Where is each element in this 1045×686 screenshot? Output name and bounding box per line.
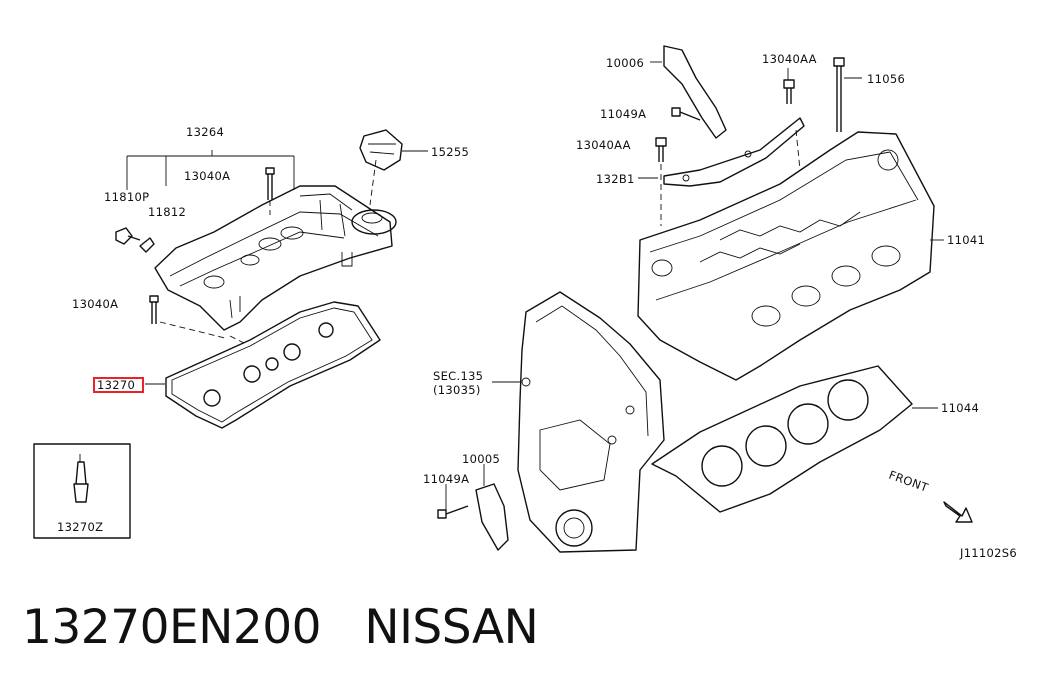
- label-13270: 13270: [97, 378, 135, 392]
- valve-11810P: [115, 227, 141, 245]
- label-10005: 10005: [462, 452, 500, 466]
- label-15255: 15255: [431, 145, 469, 159]
- label-11044: 11044: [941, 401, 979, 415]
- bracket-10005: [475, 464, 509, 551]
- label-11049A-top: 11049A: [600, 107, 646, 121]
- bolt-13040A-left: [149, 295, 159, 324]
- label-11041: 11041: [947, 233, 985, 247]
- timing-cover-sec135: [492, 291, 665, 553]
- part-11812: [139, 237, 155, 253]
- caption-part-number: 13270EN200: [22, 600, 322, 655]
- bolt-11056: [833, 57, 862, 132]
- label-132B1: 132B1: [596, 172, 635, 186]
- label-sec135: SEC.135: [433, 369, 483, 383]
- bolt-11049A-bottom: [437, 484, 469, 519]
- cylinder-head-11041: [637, 131, 944, 381]
- label-13270Z: 13270Z: [57, 520, 103, 534]
- oil-cap-15255: [359, 129, 428, 171]
- highlight-box-13270: [93, 377, 144, 393]
- label-sec135-sub: (13035): [433, 383, 481, 397]
- bolt-11049A-top: [671, 107, 701, 121]
- label-13040AA-top: 13040AA: [762, 52, 817, 66]
- front-arrow: [943, 501, 973, 523]
- label-13040AA-mid: 13040AA: [576, 138, 631, 152]
- caption-brand: NISSAN: [364, 600, 539, 655]
- label-13264: 13264: [186, 125, 224, 139]
- bracket-10006: [650, 45, 727, 139]
- caption-gap: [321, 600, 364, 655]
- bolt-13040AA-mid: [655, 137, 667, 226]
- bolt-13040A-top: [265, 167, 275, 215]
- head-gasket-11044: [651, 365, 938, 513]
- rocker-cover-13264: [126, 150, 397, 346]
- gasket-13270: [145, 301, 381, 429]
- label-13040A-top: 13040A: [184, 169, 230, 183]
- label-11810P: 11810P: [104, 190, 149, 204]
- parts-exploded-diagram: 13264 13040A 11810P 11812 13040A 13270 1…: [33, 45, 1017, 560]
- label-11049A-bottom: 11049A: [423, 472, 469, 486]
- label-10006: 10006: [606, 56, 644, 70]
- bracket-132B1: [638, 117, 805, 187]
- label-13040A-left: 13040A: [72, 297, 118, 311]
- label-11056: 11056: [867, 72, 905, 86]
- part-caption: 13270EN200 NISSAN: [22, 600, 539, 660]
- bolt-13040AA-top: [783, 68, 795, 104]
- sealant-13270Z: [33, 443, 131, 539]
- diagram-id: J11102S6: [959, 546, 1017, 560]
- label-front: FRONT: [887, 468, 931, 495]
- label-11812: 11812: [148, 205, 186, 219]
